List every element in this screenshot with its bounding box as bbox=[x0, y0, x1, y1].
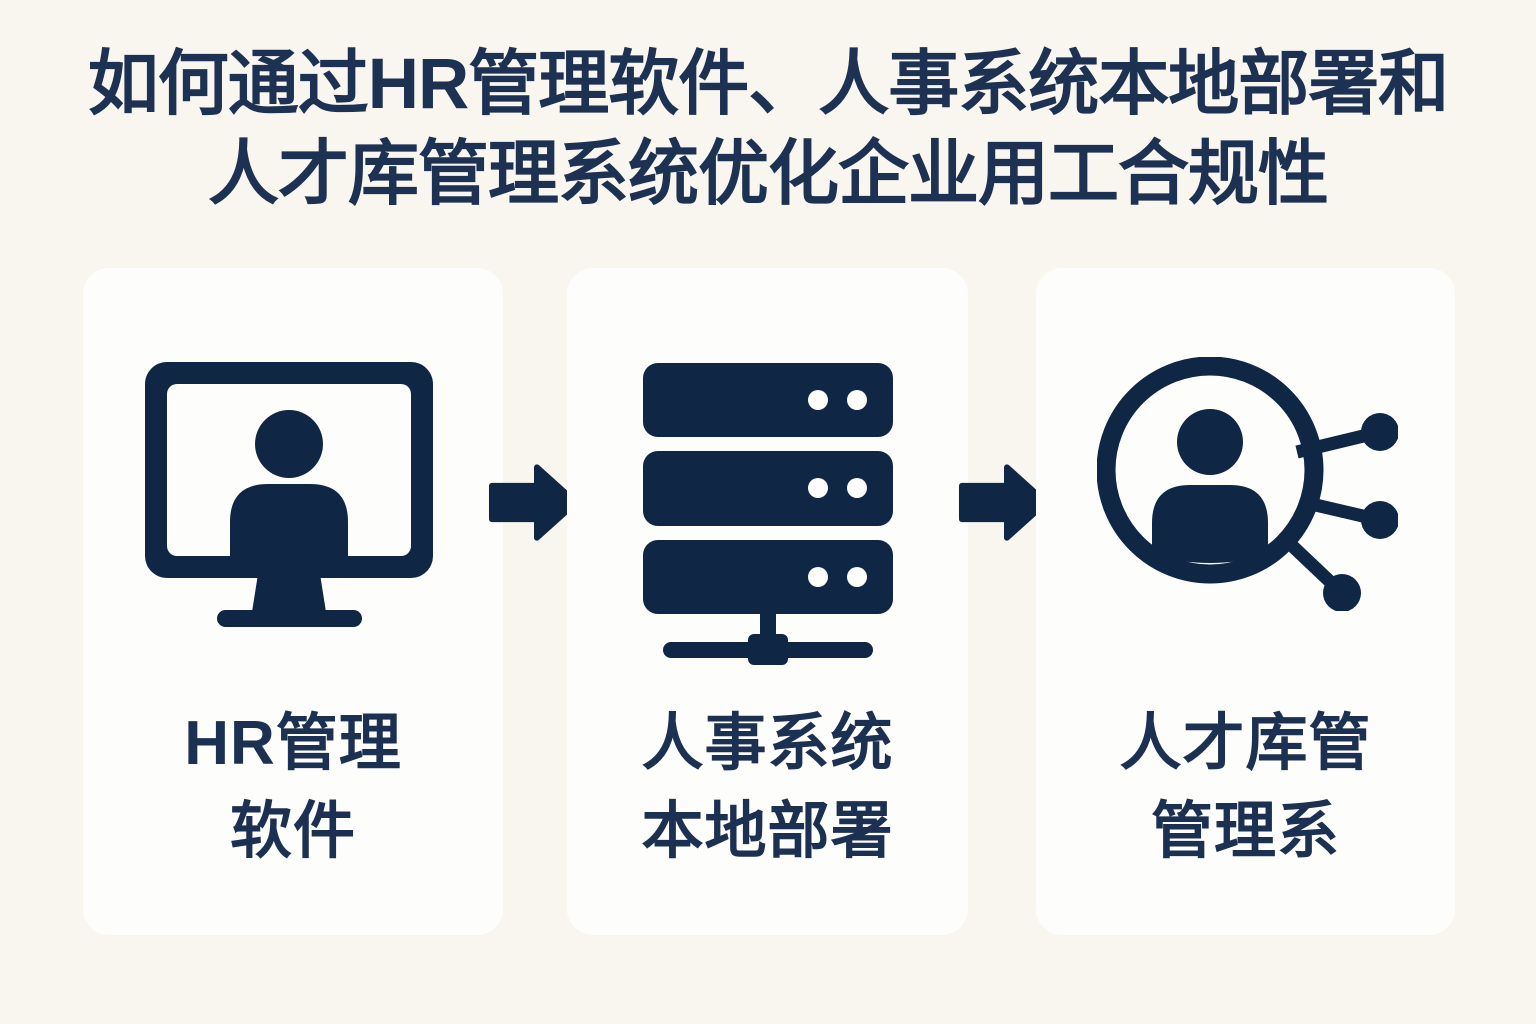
page-title: 如何通过HR管理软件、人事系统本地部署和 人才库管理系统优化企业用工合规性 bbox=[0, 40, 1536, 220]
card-talent-pool: 人才库管 管理系 bbox=[1036, 268, 1455, 935]
right-arrow-icon bbox=[488, 464, 580, 541]
card-label: 人事系统 本地部署 bbox=[567, 700, 968, 876]
card-label: 人才库管 管理系 bbox=[1036, 700, 1455, 876]
card-hr-software: HR管理 软件 bbox=[83, 268, 503, 935]
user-network-icon bbox=[1097, 357, 1398, 611]
monitor-user-icon bbox=[145, 362, 433, 627]
card-label-line1: HR管理 bbox=[184, 709, 402, 778]
page-title-line1: 如何通过HR管理软件、人事系统本地部署和 bbox=[87, 45, 1450, 124]
server-stack-icon bbox=[643, 363, 893, 665]
card-label-line1: 人事系统 bbox=[641, 709, 894, 778]
card-label-line2: 管理系 bbox=[1150, 797, 1340, 866]
card-label-line2: 软件 bbox=[229, 797, 356, 866]
page-title-line2: 人才库管理系统优化企业用工合规性 bbox=[207, 135, 1329, 214]
card-label: HR管理 软件 bbox=[83, 700, 503, 876]
card-label-line1: 人才库管 bbox=[1119, 709, 1372, 778]
card-onpremise-deployment: 人事系统 本地部署 bbox=[567, 268, 968, 935]
right-arrow-icon bbox=[958, 464, 1050, 541]
card-label-line2: 本地部署 bbox=[641, 797, 894, 866]
